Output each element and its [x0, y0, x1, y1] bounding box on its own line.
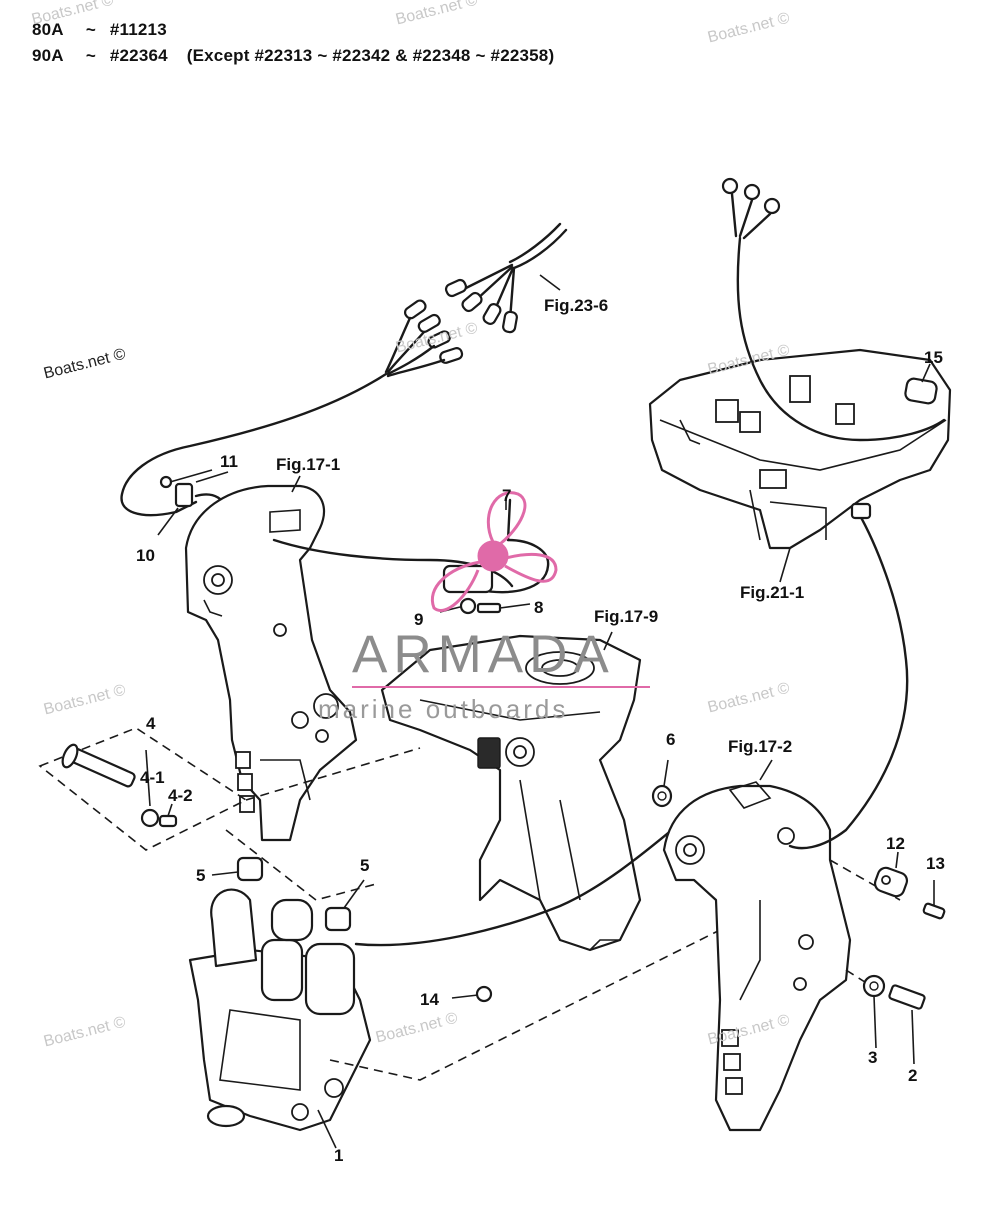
callout-7: 7 [502, 486, 512, 505]
callout-12: 12 [886, 834, 905, 853]
serial-exception-90a: (Except #22313 ~ #22342 & #22348 ~ #2235… [186, 46, 555, 65]
callout-2: 2 [908, 1066, 918, 1085]
bushing-5-right [324, 906, 352, 932]
screw-13 [922, 902, 946, 920]
stern-bracket-left-fig-17-1 [184, 484, 514, 842]
cable-clamp-10 [174, 482, 194, 508]
fig-ref-17-1: Fig.17-1 [276, 455, 341, 474]
grease-nipple-4-1 [140, 808, 160, 828]
callout-1: 1 [334, 1146, 344, 1165]
stern-bracket-right-fig-17-2 [662, 781, 901, 1132]
callout-4-2: 4-2 [168, 786, 193, 805]
tilt-tube-assembly-4 [38, 727, 421, 851]
leader-fig-17-1 [291, 475, 301, 493]
wire-harness-fig-23-6 [444, 222, 568, 334]
leader-fig-17-9 [603, 631, 613, 651]
brand-tagline: marine outboards [318, 694, 569, 724]
bottom-cowling-fig-21-1 [648, 348, 952, 550]
washer-9 [459, 597, 477, 615]
leader-fig-17-2 [759, 759, 773, 781]
serial-90a: #22364 [109, 46, 168, 65]
washer-6 [651, 759, 673, 808]
wire-harness-right [721, 177, 946, 850]
tilde-80a: ~ [85, 20, 96, 39]
bushings-5 [211, 829, 377, 932]
brand-name: ARMADA [352, 625, 615, 684]
fig-ref-17-2: Fig.17-2 [728, 737, 793, 756]
serial-80a: #11213 [109, 20, 167, 39]
leader-fig-21-1 [779, 547, 791, 583]
trim-sender-assembly [439, 498, 550, 615]
cap-4-2 [158, 814, 178, 828]
fig-ref-17-9: Fig.17-9 [594, 607, 659, 626]
screw-8 [476, 602, 502, 614]
callout-4-1: 4-1 [140, 768, 165, 787]
callout-5-left: 5 [196, 866, 206, 885]
callout-8: 8 [534, 598, 544, 617]
bolt-2 [888, 984, 926, 1010]
tilde-90a: ~ [85, 46, 96, 65]
brand-divider [352, 686, 650, 688]
leader-11 [195, 471, 229, 483]
callout-14: 14 [420, 990, 439, 1009]
callout-9: 9 [414, 610, 424, 629]
fig-ref-23-6: Fig.23-6 [544, 296, 609, 315]
callout-5-right: 5 [360, 856, 370, 875]
callout-6: 6 [666, 730, 676, 749]
hardware-right [862, 851, 946, 1065]
power-trim-tilt-unit-1 [188, 888, 741, 1149]
callout-11: 11 [220, 452, 238, 471]
swivel-bracket-fig-17-9 [313, 634, 642, 952]
callout-4: 4 [146, 714, 156, 733]
wire-harness-left [120, 299, 464, 536]
cable-clamp-12 [873, 866, 909, 898]
model-80a: 80A [32, 20, 64, 39]
callout-15: 15 [924, 348, 943, 367]
callout-10: 10 [136, 546, 155, 565]
cable-clamp-15 [904, 377, 938, 405]
header-line-90a: 90A ~ #22364 (Except #22313 ~ #22342 & #… [32, 46, 554, 66]
bushing-5-left [236, 856, 264, 882]
callout-3: 3 [868, 1048, 878, 1067]
screw-14 [475, 985, 493, 1003]
callout-13: 13 [926, 854, 945, 873]
fig-ref-21-1: Fig.21-1 [740, 583, 805, 602]
propeller-logo [430, 491, 558, 612]
screw-11 [159, 475, 173, 489]
model-90a: 90A [32, 46, 64, 65]
header-line-80a: 80A ~ #11213 [32, 20, 167, 40]
